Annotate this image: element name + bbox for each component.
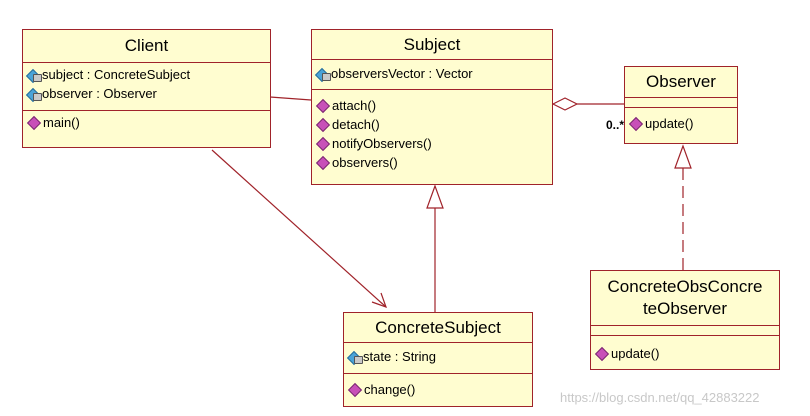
attribute-row: subject : ConcreteSubject	[25, 65, 266, 84]
private-attribute-icon	[25, 87, 42, 102]
private-attribute-icon	[25, 68, 42, 83]
class-name: ConcreteObsConcre teObserver	[591, 271, 779, 326]
private-attribute-icon	[346, 350, 363, 365]
attribute-text: observer : Observer	[42, 86, 157, 101]
public-operation-icon	[315, 155, 331, 170]
multiplicity-label: 0..*	[606, 118, 625, 132]
attributes-compartment: subject : ConcreteSubject observer : Obs…	[23, 63, 270, 111]
public-operation-icon	[347, 382, 363, 397]
public-operation-icon	[315, 136, 331, 151]
class-name-line2: teObserver	[642, 299, 728, 318]
class-name: Client	[23, 30, 270, 63]
operations-compartment: update()	[591, 336, 779, 365]
class-subject[interactable]: Subject observersVector : Vector attach(…	[311, 29, 553, 185]
class-concrete-subject[interactable]: ConcreteSubject state : String change()	[343, 312, 533, 407]
operation-row: update()	[628, 114, 733, 133]
class-name: ConcreteSubject	[344, 313, 532, 343]
operation-text: attach()	[332, 98, 377, 113]
operations-compartment: attach() detach() notifyObservers() obse…	[312, 90, 552, 174]
operations-compartment: update()	[625, 108, 737, 135]
attribute-text: observersVector : Vector	[331, 66, 473, 81]
realization-triangle-observer	[674, 144, 692, 169]
class-observer[interactable]: Observer update()	[624, 66, 738, 144]
class-name: Observer	[625, 67, 737, 98]
generalization-triangle-subject	[426, 184, 444, 209]
class-concrete-observer[interactable]: ConcreteObsConcre teObserver update()	[590, 270, 780, 370]
operation-row: notifyObservers()	[315, 134, 548, 153]
public-operation-icon	[594, 346, 610, 361]
watermark-url: https://blog.csdn.net/qq_42883222	[560, 390, 760, 405]
operation-text: observers()	[332, 155, 398, 170]
class-name: Subject	[312, 30, 552, 60]
operation-text: update()	[611, 346, 660, 361]
attribute-row: observersVector : Vector	[314, 64, 548, 83]
public-operation-icon	[26, 115, 42, 130]
class-name-line1: ConcreteObsConcre	[607, 277, 763, 296]
public-operation-icon	[628, 116, 644, 131]
attributes-compartment	[625, 98, 737, 108]
attribute-row: state : String	[346, 347, 528, 366]
attribute-text: subject : ConcreteSubject	[42, 67, 191, 82]
dependency-arrowhead	[371, 292, 387, 308]
attributes-compartment	[591, 326, 779, 336]
public-operation-icon	[315, 117, 331, 132]
client-subject-association	[269, 96, 312, 101]
operation-row: detach()	[315, 115, 548, 134]
operation-row: change()	[347, 380, 528, 399]
operation-row: main()	[26, 113, 266, 132]
operation-row: attach()	[315, 96, 548, 115]
operation-text: notifyObservers()	[332, 136, 432, 151]
private-attribute-icon	[314, 67, 331, 82]
class-client[interactable]: Client subject : ConcreteSubject observe…	[22, 29, 271, 148]
operation-text: update()	[645, 116, 694, 131]
attribute-text: state : String	[363, 349, 436, 364]
attributes-compartment: state : String	[344, 343, 532, 374]
attribute-row: observer : Observer	[25, 84, 266, 103]
operation-row: observers()	[315, 153, 548, 172]
attributes-compartment: observersVector : Vector	[312, 60, 552, 90]
client-concretesubject-dependency	[211, 149, 387, 308]
operations-compartment: main()	[23, 111, 270, 134]
operation-text: change()	[364, 382, 416, 397]
operations-compartment: change()	[344, 374, 532, 401]
aggregation-diamond	[551, 97, 579, 111]
public-operation-icon	[315, 98, 331, 113]
operation-row: update()	[594, 344, 775, 363]
operation-text: detach()	[332, 117, 380, 132]
operation-text: main()	[43, 115, 80, 130]
